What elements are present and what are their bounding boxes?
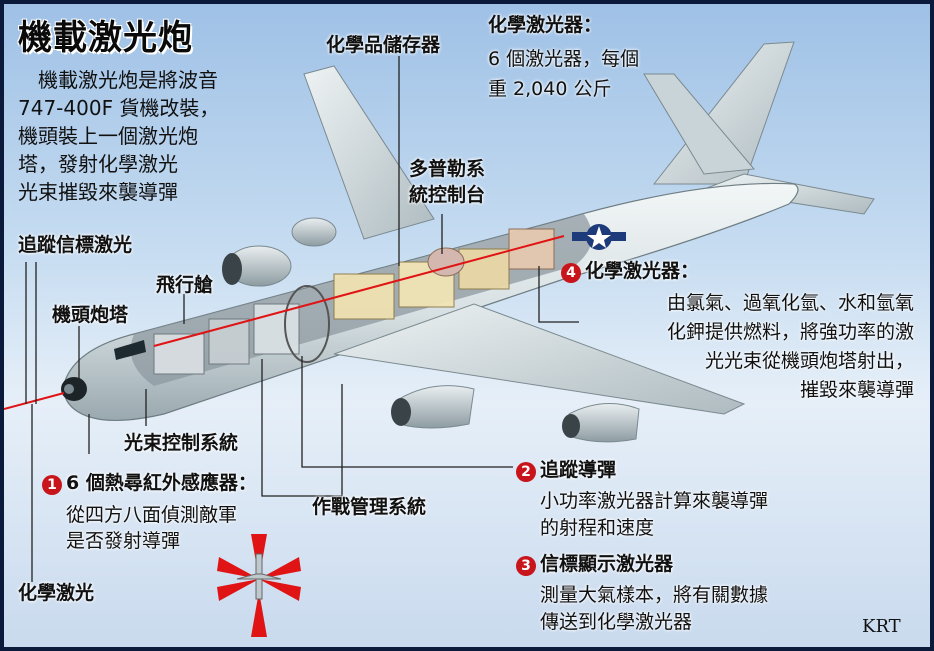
badge-2: 2 (516, 462, 536, 482)
upper-engine (291, 217, 337, 247)
infographic-canvas: 機載激光炮 機載激光炮是將波音 747-400F 貨機改裝， 機頭裝上一個激光炮… (4, 4, 930, 647)
interior-equipment (153, 228, 555, 375)
label-tracking-beacon-laser: 追蹤信標激光 (18, 234, 133, 256)
lower-engine (568, 403, 640, 443)
item-3-desc: 測量大氣樣本，將有關數據 傳送到化學激光器 (540, 584, 769, 633)
item-4-title: 化學激光器： (585, 260, 700, 282)
badge-3: 3 (516, 556, 536, 576)
label-chemical-laser-top-desc: 6 個激光器，每個 重 2,040 公斤 (488, 48, 640, 100)
internal-laser (153, 235, 565, 347)
label-chemical-laser-top-title: 化學激光器： (488, 14, 603, 36)
page-title: 機載激光炮 (18, 18, 193, 58)
insignia-icon (572, 224, 626, 250)
bulkhead (284, 285, 330, 363)
label-beam-control-system: 光束控制系統 (124, 432, 239, 454)
credit: KRT (862, 616, 901, 637)
cockpit-window (114, 340, 146, 360)
lower-wing (333, 303, 746, 415)
item-3-title: 信標顯示激光器 (540, 553, 674, 575)
label-chemical-storage: 化學品儲存器 (326, 34, 441, 56)
label-doppler-console: 多普勒系 統控制台 (409, 158, 486, 206)
leader-lines (25, 56, 579, 582)
label-cockpit: 飛行艙 (156, 274, 214, 296)
external-laser (4, 392, 65, 410)
label-battle-management-system: 作戰管理系統 (312, 496, 427, 518)
intro-text: 機載激光炮是將波音 747-400F 貨機改裝， 機頭裝上一個激光炮 塔，發射化… (18, 68, 220, 204)
lower-engine (398, 385, 475, 429)
stabilizer (643, 73, 755, 175)
airplane-illustration (4, 41, 875, 637)
item-1-title: 6 個熱尋紅外感應器： (66, 472, 257, 494)
item-2-title: 追蹤導彈 (540, 459, 617, 481)
label-nose-turret: 機頭炮塔 (52, 304, 129, 326)
badge-1: 1 (42, 475, 62, 495)
upper-wing (303, 65, 435, 240)
item-4-desc: 由氯氣、過氧化氫、水和氫氧 化鉀提供燃料，將強功率的激 光光束從機頭炮塔射出， … (666, 292, 914, 401)
sensor-fan-icon (217, 534, 301, 637)
label-chemical-laser-bottom: 化學激光 (18, 582, 95, 604)
item-2-desc: 小功率激光器計算來襲導彈 的射程和速度 (540, 490, 769, 539)
badge-4: 4 (561, 263, 581, 283)
item-1-desc: 從四方八面偵測敵軍 是否發射導彈 (66, 504, 238, 552)
